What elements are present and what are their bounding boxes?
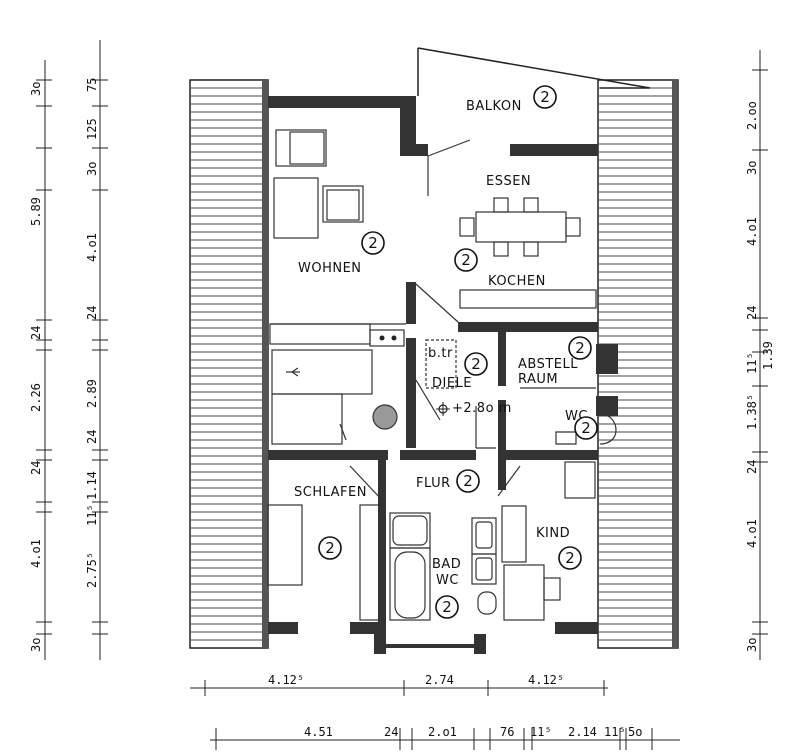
room-label-btr: b.tr xyxy=(428,346,453,361)
room-number-markers: 2 2 2 2 2 2 2 2 2 2 xyxy=(318,85,598,619)
room-number: 2 xyxy=(471,355,481,373)
dim-left-inner-5: 2.89 xyxy=(85,379,99,408)
balcony-outline xyxy=(417,47,651,96)
dim-left-outer-6: 3o xyxy=(29,638,43,652)
room-number: 2 xyxy=(463,472,473,490)
dim-left-outer-2: 24 xyxy=(29,326,43,340)
room-number: 2 xyxy=(368,234,378,252)
room-label-balkon: BALKON xyxy=(466,99,522,114)
dimension-ticks xyxy=(36,69,768,750)
dim-bottom2-5: 2.14 xyxy=(568,725,597,739)
roof-right xyxy=(597,79,679,649)
dim-bottom2-0: 4.51 xyxy=(304,725,333,739)
room-label-wohnen: WOHNEN xyxy=(298,261,362,276)
room-label-essen: ESSEN xyxy=(486,174,531,189)
dim-bottom2-2: 2.o1 xyxy=(428,725,457,739)
dim-bottom1-0: 4.12⁵ xyxy=(268,673,304,687)
room-label-bad-wc: WC xyxy=(436,573,459,588)
room-number-circle xyxy=(361,231,385,255)
dim-right-3: 24 xyxy=(745,306,759,320)
room-label-diele: DIELE xyxy=(432,376,472,391)
room-number: 2 xyxy=(581,419,591,437)
dim-left-inner-3: 4.o1 xyxy=(85,233,99,262)
room-number: 2 xyxy=(540,88,550,106)
room-number: 2 xyxy=(575,339,585,357)
room-label-raum: RAUM xyxy=(518,372,558,387)
level-mark: +2.8o m xyxy=(452,401,512,416)
room-number-circle xyxy=(454,248,478,272)
room-number-circle xyxy=(464,352,488,376)
room-label-kochen: KOCHEN xyxy=(488,274,546,289)
roof-left-border xyxy=(189,79,269,649)
room-number-circle xyxy=(533,85,557,109)
room-number: 2 xyxy=(442,598,452,616)
stove-knob xyxy=(391,335,397,341)
roof-right-edge xyxy=(672,80,678,648)
dim-left-outer-1: 5.89 xyxy=(29,197,43,226)
dim-left-outer-3: 2.26 xyxy=(29,383,43,412)
room-number-circle xyxy=(574,416,598,440)
dim-right-5: 1.39 xyxy=(761,341,775,370)
room-label-abstell: ABSTELL xyxy=(518,357,578,372)
dim-bottom2-1: 24 xyxy=(384,725,398,739)
stove-knob xyxy=(379,335,385,341)
level-marker-icon xyxy=(436,402,450,416)
room-number-circle xyxy=(435,595,459,619)
dim-left-outer-0: 3o xyxy=(29,82,43,96)
dim-bottom1-1: 2.74 xyxy=(425,673,454,687)
dim-left-inner-7: 1.14 xyxy=(85,471,99,500)
dim-left-inner-1: 125 xyxy=(85,118,99,140)
dim-left-inner-6: 24 xyxy=(85,430,99,444)
roof-left xyxy=(189,79,269,649)
dim-left-inner-4: 24 xyxy=(85,306,99,320)
dim-left-inner-8: 11⁵ xyxy=(85,504,99,526)
dim-right-4: 11⁵ xyxy=(745,352,759,374)
dim-bottom2-3: 76 xyxy=(500,725,514,739)
walls xyxy=(268,96,618,654)
room-number: 2 xyxy=(565,549,575,567)
room-number-circle xyxy=(568,336,592,360)
dim-right-6: 1.38⁵ xyxy=(745,394,759,430)
dim-left-outer-4: 24 xyxy=(29,461,43,475)
room-label-schlafen: SCHLAFEN xyxy=(294,485,367,500)
room-number-circle xyxy=(318,536,342,560)
dim-bottom2-4: 11⁵ xyxy=(530,725,552,739)
dim-right-9: 3o xyxy=(745,638,759,652)
room-number: 2 xyxy=(461,251,471,269)
dim-bottom1-2: 4.12⁵ xyxy=(528,673,564,687)
interior-lines xyxy=(267,129,617,621)
dim-right-8: 4.o1 xyxy=(745,519,759,548)
dim-right-1: 3o xyxy=(745,161,759,175)
dim-left-outer-5: 4.o1 xyxy=(29,539,43,568)
room-number-circle xyxy=(456,469,480,493)
dim-bottom2-6: 11⁵ xyxy=(604,725,626,739)
dim-left-inner-2: 3o xyxy=(85,162,99,176)
dim-bottom2-7: 5o xyxy=(628,725,642,739)
roof-left-edge xyxy=(262,80,268,648)
room-label-kind: KIND xyxy=(536,526,570,541)
room-number-circle xyxy=(558,546,582,570)
chimney-marker xyxy=(372,404,398,430)
dim-right-7: 24 xyxy=(745,460,759,474)
dim-left-inner-0: 75 xyxy=(85,78,99,92)
dim-left-inner-9: 2.75⁵ xyxy=(85,552,99,588)
dim-right-0: 2.oo xyxy=(745,101,759,130)
room-number: 2 xyxy=(325,539,335,557)
room-label-flur: FLUR xyxy=(416,476,451,491)
dim-right-2: 4.o1 xyxy=(745,217,759,246)
room-label-bad: BAD xyxy=(432,557,461,572)
